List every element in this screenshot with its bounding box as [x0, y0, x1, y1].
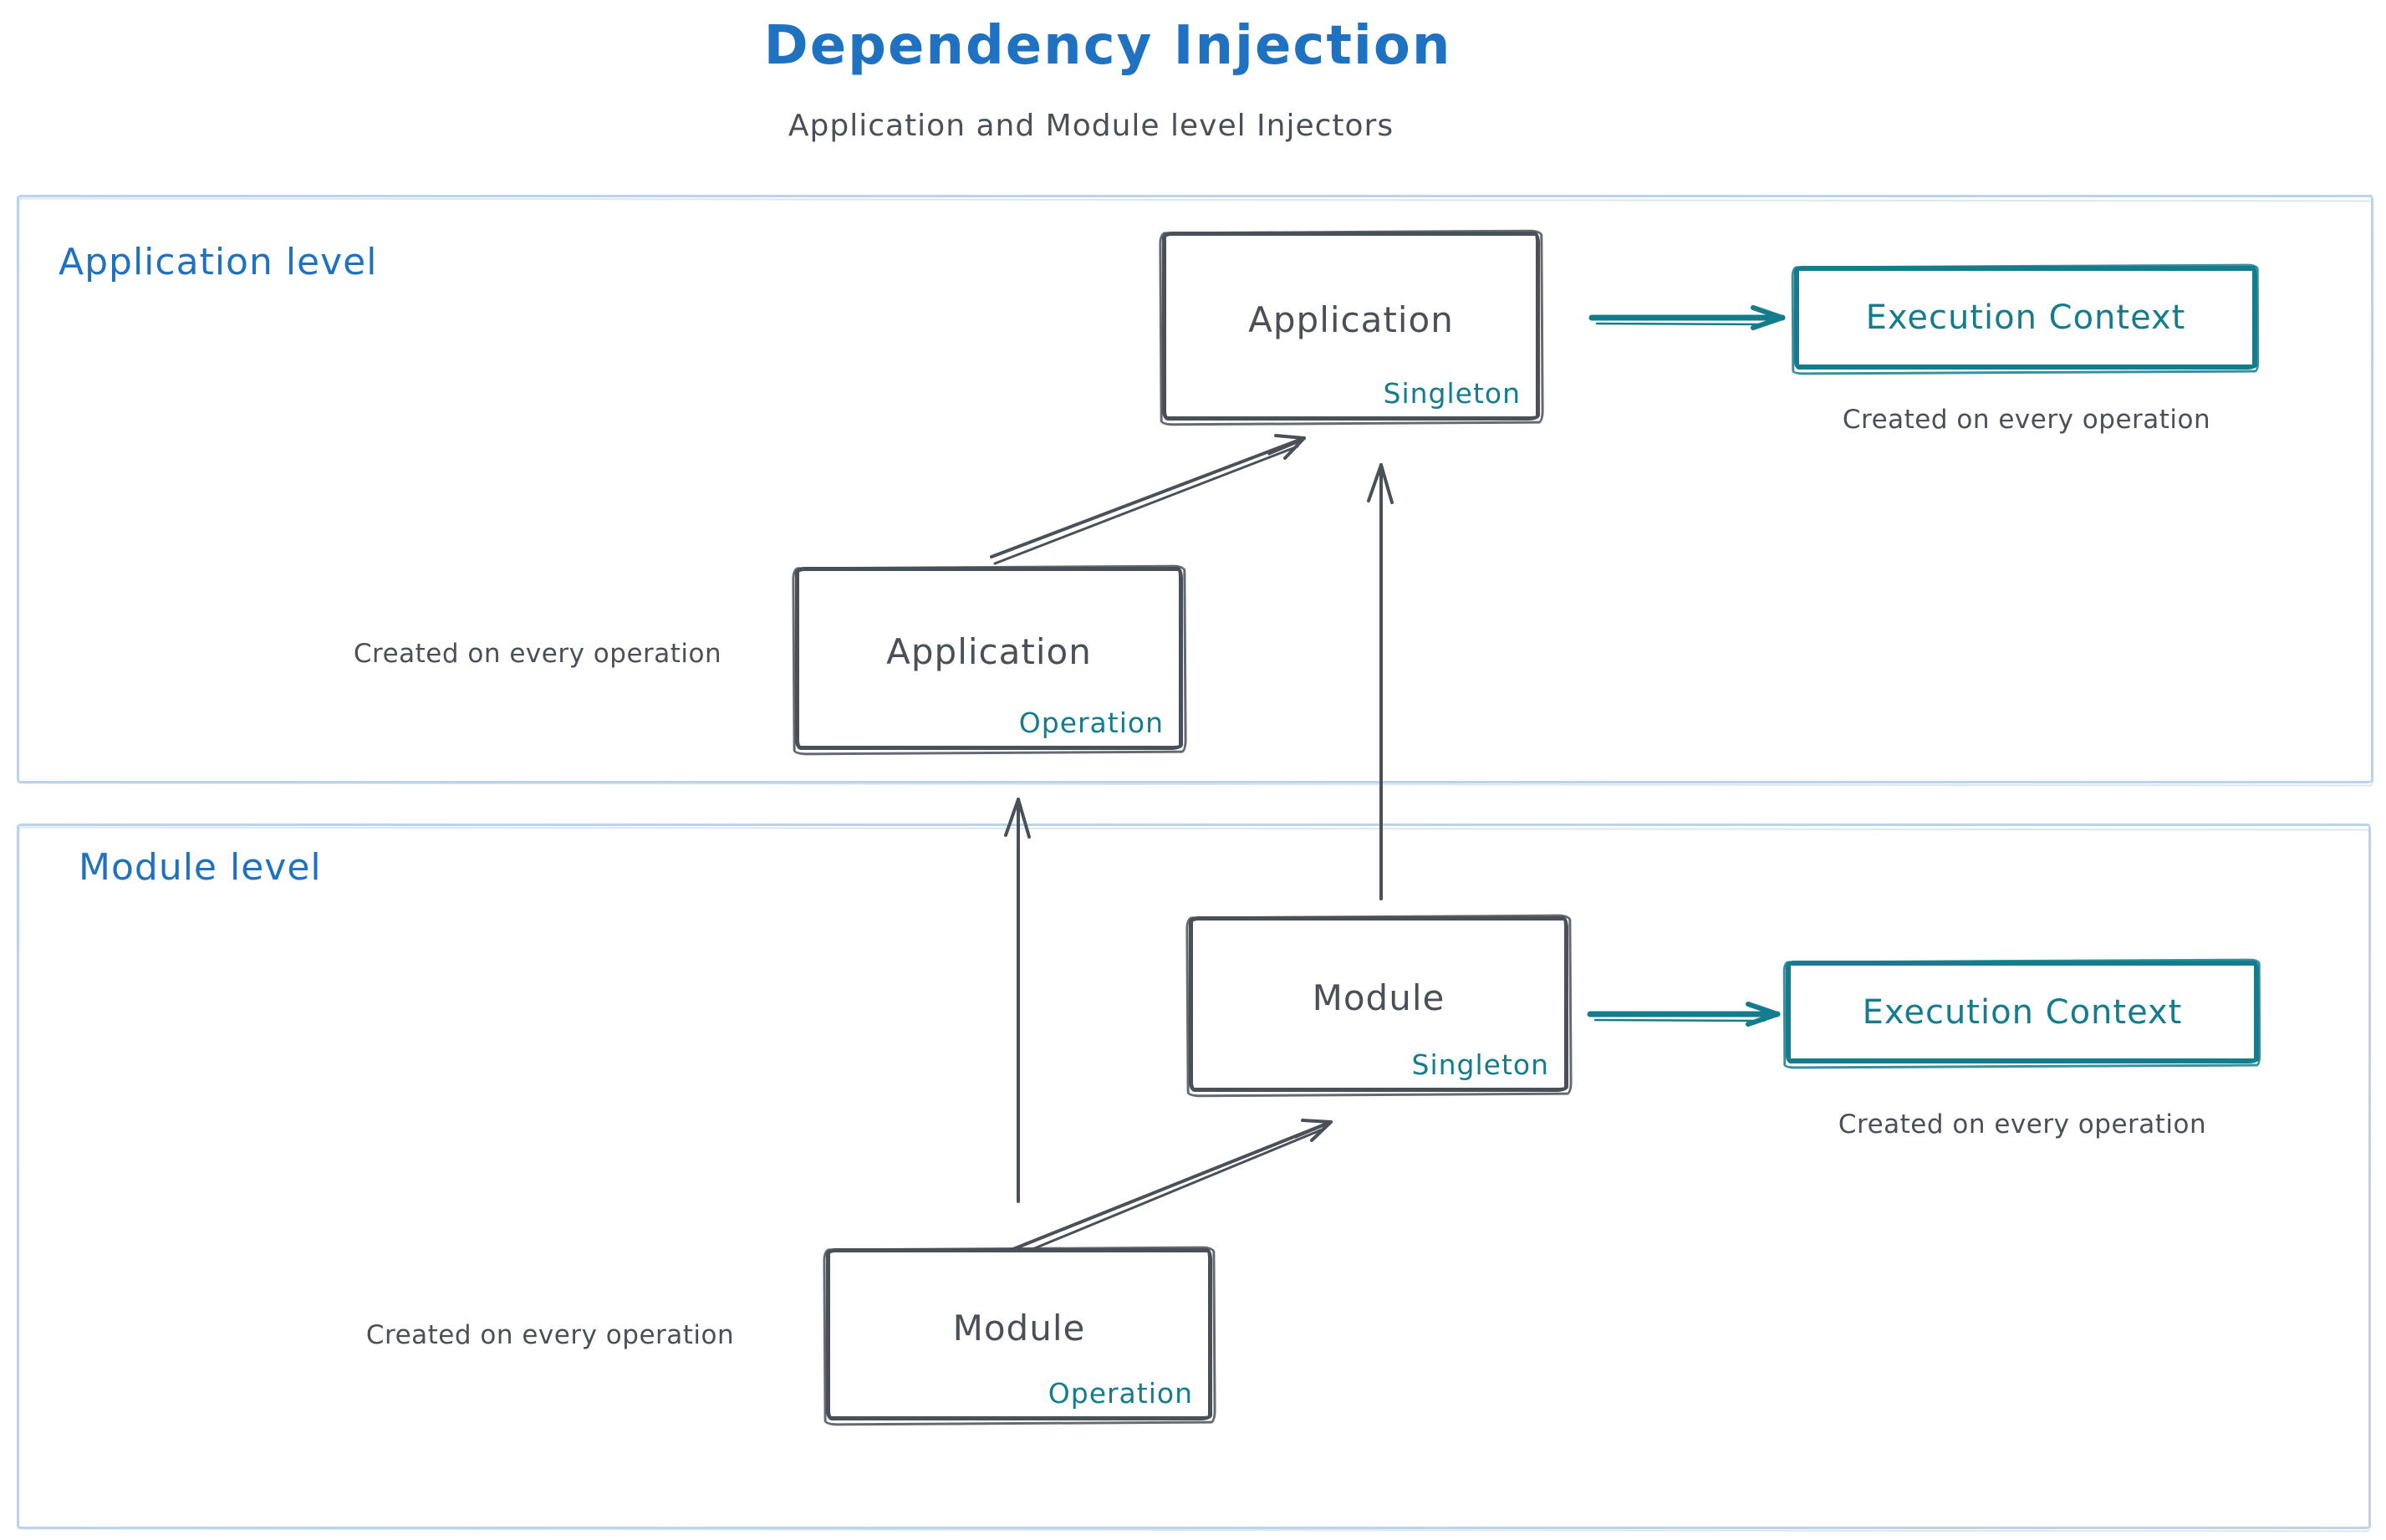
diagram-subtitle: Application and Module level Injectors	[788, 109, 1394, 143]
module-singleton-title: Module	[1312, 977, 1445, 1018]
app-operation-title: Application	[886, 631, 1092, 672]
module-operation-title: Module	[952, 1307, 1086, 1349]
app-singleton-box: Application Singleton	[1162, 232, 1540, 421]
app-operation-caption: Created on every operation	[353, 639, 722, 669]
module-singleton-tag: Singleton	[1411, 1048, 1549, 1081]
app-execution-context-box: Execution Context	[1794, 266, 2257, 370]
app-singleton-tag: Singleton	[1383, 377, 1521, 410]
module-operation-caption: Created on every operation	[365, 1320, 735, 1350]
app-execution-context-label: Execution Context	[1865, 298, 2186, 337]
module-operation-tag: Operation	[1048, 1377, 1193, 1410]
module-operation-box: Module Operation	[826, 1248, 1212, 1420]
app-execution-context-caption: Created on every operation	[1842, 405, 2211, 435]
module-singleton-box: Module Singleton	[1189, 916, 1568, 1092]
module-execution-context-box: Execution Context	[1786, 961, 2259, 1063]
app-singleton-title: Application	[1248, 298, 1454, 340]
module-execution-context-label: Execution Context	[1862, 992, 2183, 1032]
module-execution-context-caption: Created on every operation	[1838, 1109, 2207, 1140]
module-level-container	[17, 824, 2371, 1529]
module-level-label: Module level	[79, 846, 322, 889]
application-level-label: Application level	[59, 241, 378, 283]
app-operation-box: Application Operation	[795, 567, 1183, 750]
diagram-title: Dependency Injection	[763, 15, 1452, 77]
app-operation-tag: Operation	[1018, 706, 1164, 739]
application-level-container	[17, 195, 2373, 783]
